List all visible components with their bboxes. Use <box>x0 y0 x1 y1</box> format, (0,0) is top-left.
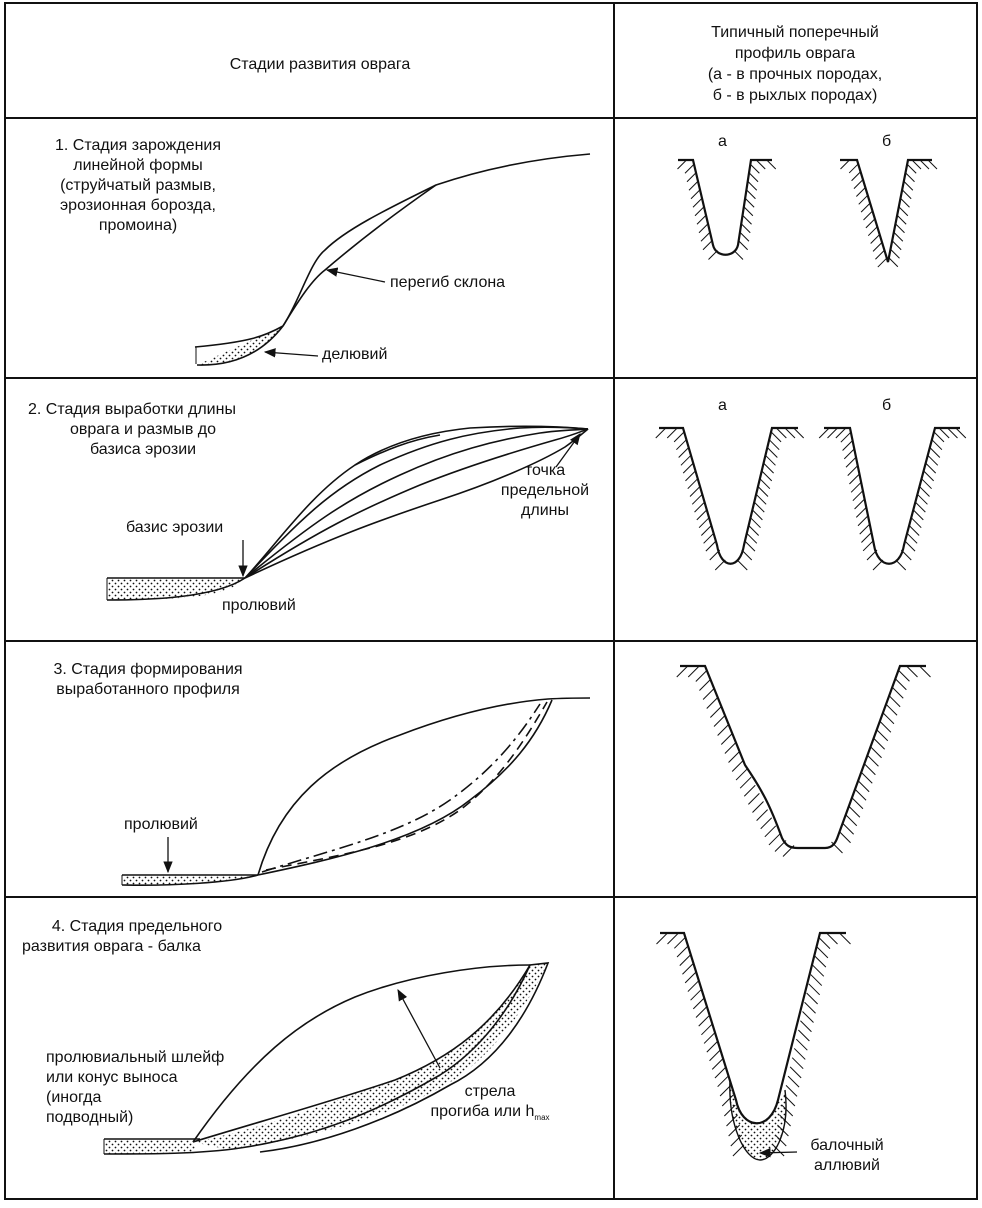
header-profile-line-4: б - в рыхлых породах) <box>712 87 878 104</box>
stage-4-title-line-2: развития оврага - балка <box>22 938 201 955</box>
stage-3-title-line-1: 3. Стадия формирования <box>53 661 243 678</box>
hatch-s3-left <box>676 665 795 857</box>
stage-4-longitudinal-profile <box>103 962 550 1155</box>
hatch-s2b-right <box>895 427 967 571</box>
stage-1-cross-profile-b <box>840 158 932 263</box>
stage-2-title-line-1: 2. Стадия выработки длины <box>28 401 236 418</box>
label-shleif-line-1: пролювиальный шлейф <box>46 1049 225 1066</box>
stage-2-profile-label-b: б <box>882 397 892 414</box>
stage-4-title: 4. Стадия предельного развития оврага - … <box>22 917 252 957</box>
label-tochka-line-2: предельной <box>500 482 590 499</box>
stage-3-cross-profile <box>680 664 926 850</box>
label-tochka-predelnoy-dliny: точка предельной длины <box>490 461 600 521</box>
hatch-s4-left <box>656 932 745 1157</box>
hatch-s3-right <box>831 665 931 854</box>
header-profile: Типичный поперечный профиль оврага (а - … <box>640 22 950 106</box>
stage-2-cross-profile-b <box>824 426 960 565</box>
label-strela-line-2: прогиба или hmax <box>400 1102 580 1128</box>
stage-2-title-line-2: оврага и размыв до <box>69 421 217 438</box>
stage-1-title: 1. Стадия зарождения линейной формы (стр… <box>18 136 258 236</box>
label-balochny-line-1: балочный <box>810 1137 884 1154</box>
label-strela-progiba: стрела прогиба или hmax <box>400 1082 580 1128</box>
stage-2-longitudinal-profile <box>106 425 589 601</box>
stage-1-title-line-5: промоина) <box>98 217 178 234</box>
hatch-s2a-right <box>736 427 805 571</box>
stage-2-title-line-3: базиса эрозии <box>89 441 197 458</box>
label-proluviy-2: пролювий <box>222 597 296 614</box>
label-bazis-erozii: базис эрозии <box>126 519 224 536</box>
label-deluviy: делювий <box>322 346 388 363</box>
stage-1-profile-label-a: а <box>718 133 727 150</box>
stage-3-title: 3. Стадия формирования выработанного про… <box>28 660 268 700</box>
stage-3-longitudinal-profile <box>121 697 591 886</box>
header-stages: Стадии развития оврага <box>229 56 411 73</box>
stage-1-title-line-3: (струйчатый размыв, <box>60 177 216 194</box>
stage-1-title-line-4: эрозионная борозда, <box>60 197 216 214</box>
label-shleif-line-3: (иногда <box>46 1089 102 1106</box>
tochka-arrow <box>555 433 581 468</box>
label-proluviy-3: пролювий <box>124 816 198 833</box>
hatch-s1a-right <box>733 159 777 260</box>
label-shleif-line-4: подводный) <box>46 1109 134 1126</box>
deluviy-arrow <box>263 348 319 358</box>
deluvium-fill <box>197 326 283 366</box>
label-tochka-line-3: длины <box>521 502 569 519</box>
gully-profile <box>282 184 437 327</box>
stage-4-cross-profile <box>660 931 846 1161</box>
label-proluvialny-shleif: пролювиальный шлейф или конус выноса (ин… <box>46 1048 224 1128</box>
stage-2-cross-profile-a <box>659 426 798 565</box>
hatch-s2b-left <box>818 427 884 571</box>
hatch-s2a-left <box>655 427 726 571</box>
stage-3-title-line-2: выработанного профиля <box>56 681 240 698</box>
header-profile-line-2: профиль оврага <box>734 45 856 62</box>
stage-2-title: 2. Стадия выработки длины оврага и размы… <box>28 400 288 460</box>
label-strela-line-1: стрела <box>464 1083 516 1100</box>
stage-4-title-line-1: 4. Стадия предельного <box>51 918 223 935</box>
slope-surface <box>282 153 591 327</box>
stage-2-profile-label-a: а <box>718 397 727 414</box>
label-peregib-sklona: перегиб склона <box>390 274 506 291</box>
header-profile-line-3: (а - в прочных породах, <box>707 66 883 83</box>
header-profile-line-1: Типичный поперечный <box>711 24 879 41</box>
hatch-s1a-left <box>677 159 718 260</box>
deluvium-bottom <box>196 325 284 366</box>
label-strela-text: прогиба или h <box>430 1103 535 1120</box>
label-balochny-alluviy: балочный аллювий <box>792 1136 902 1176</box>
strela-arrow <box>397 988 441 1069</box>
label-tochka-line-1: точка <box>524 462 566 479</box>
stage-1-title-line-1: 1. Стадия зарождения <box>55 137 221 154</box>
stage-1-profile-label-b: б <box>882 133 892 150</box>
stage-1-longitudinal-profile <box>194 153 591 366</box>
balochny-arrow <box>758 1148 798 1158</box>
stage-1-title-line-2: линейной формы <box>73 157 203 174</box>
hatch-s1b-right <box>888 159 938 268</box>
table-grid <box>4 2 978 1200</box>
hatch-s1b-left <box>840 159 888 268</box>
label-strela-subscript: max <box>534 1113 550 1123</box>
label-balochny-line-2: аллювий <box>814 1157 880 1174</box>
hatch-s4-right <box>772 932 851 1157</box>
peregib-arrow <box>325 267 386 283</box>
stage-1-cross-profile-a <box>678 158 772 256</box>
label-shleif-line-2: или конус выноса <box>46 1069 178 1086</box>
